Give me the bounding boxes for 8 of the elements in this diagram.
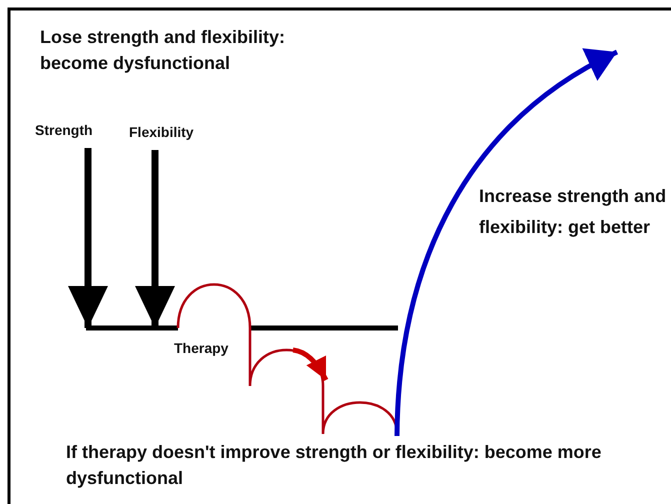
heading-text: Lose strength and flexibility: become dysfunctional [40, 26, 286, 75]
arrow [135, 150, 175, 328]
arrow [68, 148, 108, 328]
note-text: If therapy doesn't improve strength or flexibility: become more dysfunctional [66, 441, 602, 490]
force-label: Flexibility [129, 124, 194, 140]
step-label: Therapy [174, 339, 230, 357]
force-label: Strength [35, 122, 93, 138]
note-text: Increase strength and flexibility: get better [479, 185, 667, 239]
